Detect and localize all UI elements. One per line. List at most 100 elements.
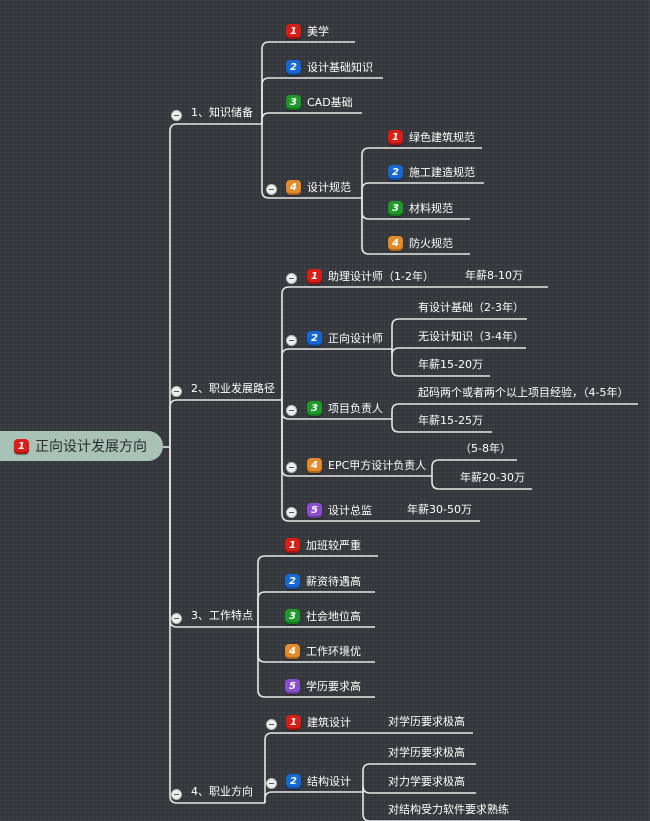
collapse-toggle[interactable]: [286, 462, 297, 473]
connector-line: [361, 147, 482, 198]
priority-badge: 3: [307, 401, 322, 416]
sub-topic-label: 学历要求高: [306, 679, 361, 693]
leaf-topic[interactable]: 对学历要求极高: [388, 715, 465, 729]
sub-topic-label: 助理设计师（1-2年）: [328, 269, 434, 283]
connector-line: [391, 419, 492, 433]
connector-line: [261, 112, 362, 124]
connector-line: [261, 77, 383, 124]
sub-topic[interactable]: 1 美学: [286, 24, 329, 39]
collapse-toggle[interactable]: [266, 778, 277, 789]
leaf-topic[interactable]: 对力学要求极高: [388, 775, 465, 789]
connector-line: [169, 399, 282, 447]
leaf-topic[interactable]: 年薪15-20万: [418, 358, 483, 372]
leaf-topic[interactable]: （5-8年）: [460, 442, 511, 456]
priority-badge: 1: [286, 715, 301, 730]
connector-line: [391, 347, 526, 356]
branch-3[interactable]: 3、工作特点: [191, 609, 253, 623]
sub-topic-label: 建筑设计: [307, 715, 351, 729]
leaf-topic-label: 对力学要求极高: [388, 775, 465, 788]
sub-topic-label: 薪资待遇高: [306, 574, 361, 588]
leaf-topic-label: 对学历要求极高: [388, 715, 465, 728]
collapse-toggle[interactable]: [266, 719, 277, 730]
collapse-toggle[interactable]: [171, 110, 182, 121]
connector-line: [362, 763, 476, 792]
collapse-toggle[interactable]: [171, 789, 182, 800]
priority-badge: 5: [285, 679, 300, 694]
priority-badge: 1: [286, 24, 301, 39]
connector-line: [391, 403, 638, 419]
sub-topic[interactable]: 5 设计总监: [307, 503, 372, 518]
connector-line: [264, 791, 363, 803]
leaf-topic-label: 年薪15-25万: [418, 414, 483, 427]
collapse-toggle[interactable]: [286, 507, 297, 518]
leaf-topic[interactable]: 有设计基础（2-3年）: [418, 301, 524, 315]
leaf-topic[interactable]: 3 材料规范: [388, 201, 453, 216]
branch-1-label: 1、知识储备: [191, 106, 253, 119]
leaf-topic[interactable]: 1 绿色建筑规范: [388, 130, 475, 145]
priority-badge: 4: [285, 644, 300, 659]
priority-badge: 3: [388, 201, 403, 216]
priority-badge: 1: [285, 538, 300, 553]
leaf-topic-label: 施工建造规范: [409, 165, 475, 179]
leaf-topic-label: 绿色建筑规范: [409, 130, 475, 144]
connector-line: [257, 591, 375, 627]
sub-topic[interactable]: 5 学历要求高: [285, 679, 361, 694]
connector-line: [431, 459, 517, 476]
collapse-toggle[interactable]: [286, 405, 297, 416]
collapse-toggle[interactable]: [286, 335, 297, 346]
branch-2[interactable]: 2、职业发展路径: [191, 382, 275, 396]
priority-badge: 1: [388, 130, 403, 145]
root-topic[interactable]: 1 正向设计发展方向: [0, 431, 163, 461]
leaf-topic[interactable]: 起码两个或者两个以上项目经验，（4-5年）: [418, 386, 628, 400]
sub-topic-label: 美学: [307, 24, 329, 38]
leaf-topic-label: 无设计知识（3-4年）: [418, 330, 524, 343]
sub-topic[interactable]: 1 建筑设计: [286, 715, 351, 730]
connector-line: [361, 182, 484, 198]
leaf-topic[interactable]: 对学历要求极高: [388, 746, 465, 760]
leaf-topic[interactable]: 无设计知识（3-4年）: [418, 330, 524, 344]
leaf-topic[interactable]: 4 防火规范: [388, 236, 453, 251]
priority-badge: 5: [307, 503, 322, 518]
branch-3-label: 3、工作特点: [191, 609, 253, 622]
sub-topic-label: 设计总监: [328, 503, 372, 517]
branch-4[interactable]: 4、职业方向: [191, 785, 253, 799]
leaf-topic-label: 年薪15-20万: [418, 358, 483, 371]
leaf-topic-label: 年薪20-30万: [460, 471, 525, 484]
leaf-topic[interactable]: 对结构受力软件要求熟练: [388, 803, 509, 817]
sub-topic-label: 正向设计师: [328, 331, 383, 345]
connector-line: [281, 400, 381, 522]
leaf-topic-label: 防火规范: [409, 236, 453, 250]
collapse-toggle[interactable]: [171, 613, 182, 624]
collapse-toggle[interactable]: [171, 386, 182, 397]
sub-topic-label: 设计基础知识: [307, 60, 373, 74]
leaf-topic[interactable]: 年薪15-25万: [418, 414, 483, 428]
collapse-toggle[interactable]: [286, 273, 297, 284]
connector-line: [431, 476, 532, 490]
sub-topic-label: 工作环境优: [306, 644, 361, 658]
priority-badge: 4: [388, 236, 403, 251]
leaf-topic[interactable]: 年薪8-10万: [465, 269, 523, 283]
branch-1[interactable]: 1、知识储备: [191, 106, 253, 120]
leaf-topic-label: 对学历要求极高: [388, 746, 465, 759]
leaf-topic[interactable]: 年薪30-50万: [407, 503, 472, 517]
collapse-toggle[interactable]: [266, 184, 277, 195]
leaf-topic-label: 材料规范: [409, 201, 453, 215]
priority-badge: 3: [286, 95, 301, 110]
sub-topic[interactable]: 4 工作环境优: [285, 644, 361, 659]
sub-topic-label: 结构设计: [307, 774, 351, 788]
leaf-topic-label: 对结构受力软件要求熟练: [388, 803, 509, 816]
leaf-topic[interactable]: 年薪20-30万: [460, 471, 525, 485]
